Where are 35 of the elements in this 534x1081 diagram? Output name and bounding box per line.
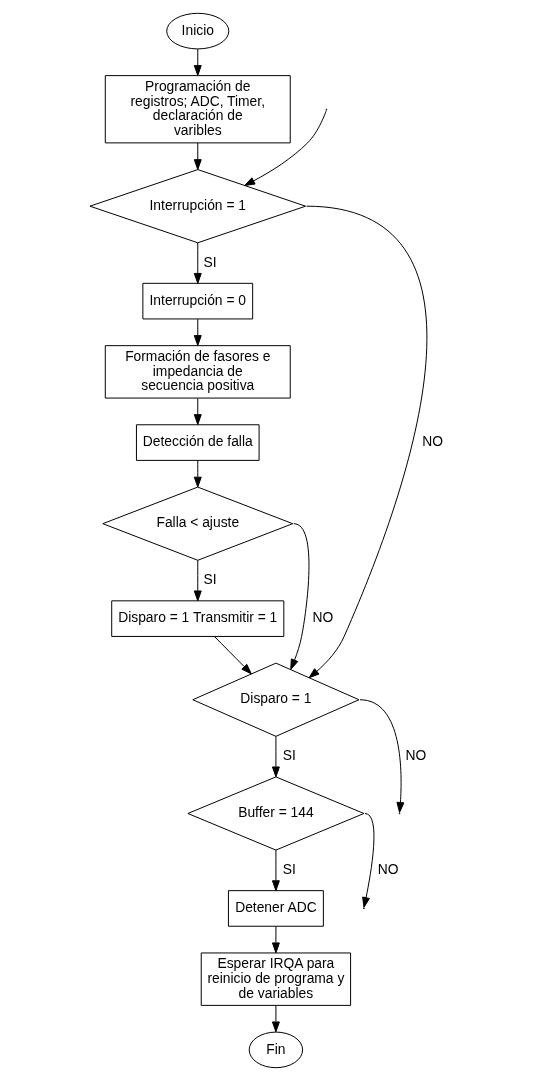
- node-diamond: Buffer = 144: [186, 776, 364, 851]
- arrow: [193, 318, 202, 346]
- arrow: [271, 925, 280, 954]
- arrow: [271, 849, 280, 892]
- node-box: Interrupción = 0: [141, 282, 253, 320]
- arrow: [193, 142, 202, 171]
- arrow: [193, 242, 202, 284]
- node-diamond: Falla < ajuste: [101, 486, 293, 561]
- arrow: [193, 48, 202, 76]
- arrow: [271, 735, 280, 778]
- edge-label: SI: [203, 253, 217, 270]
- node-box: Programación de registros; ADC, Timer, declaración de varibles: [104, 75, 291, 144]
- node-box: Formación de fasores e impedancia de secuencia positiva: [104, 345, 291, 399]
- edge-label: NO: [311, 609, 333, 626]
- arrow: [243, 109, 327, 186]
- node-ellipse: Inicio: [165, 12, 229, 50]
- edge-label: NO: [421, 433, 443, 450]
- arrow: [213, 636, 252, 675]
- node-ellipse: Fin: [248, 1031, 303, 1069]
- arrow: [305, 205, 427, 679]
- arrow: [193, 397, 202, 426]
- edge-label: NO: [377, 861, 398, 878]
- node-box: Esperar IRQA para reinicio de programa y de variables: [200, 952, 351, 1006]
- edge-label: SI: [282, 747, 296, 764]
- edge-label: NO: [404, 747, 426, 764]
- node-diamond: Interrupción = 1: [88, 169, 306, 244]
- edge-label: SI: [203, 571, 217, 588]
- arrow: [271, 1005, 280, 1033]
- arrow: [193, 559, 202, 602]
- node-box: Detección de falla: [135, 424, 260, 461]
- edge-label: SI: [282, 861, 296, 878]
- node-box: Disparo = 1 Transmitir = 1: [110, 600, 284, 637]
- arrow: [289, 523, 309, 670]
- arrow: [193, 460, 202, 488]
- node-box: Detener ADC: [227, 890, 324, 927]
